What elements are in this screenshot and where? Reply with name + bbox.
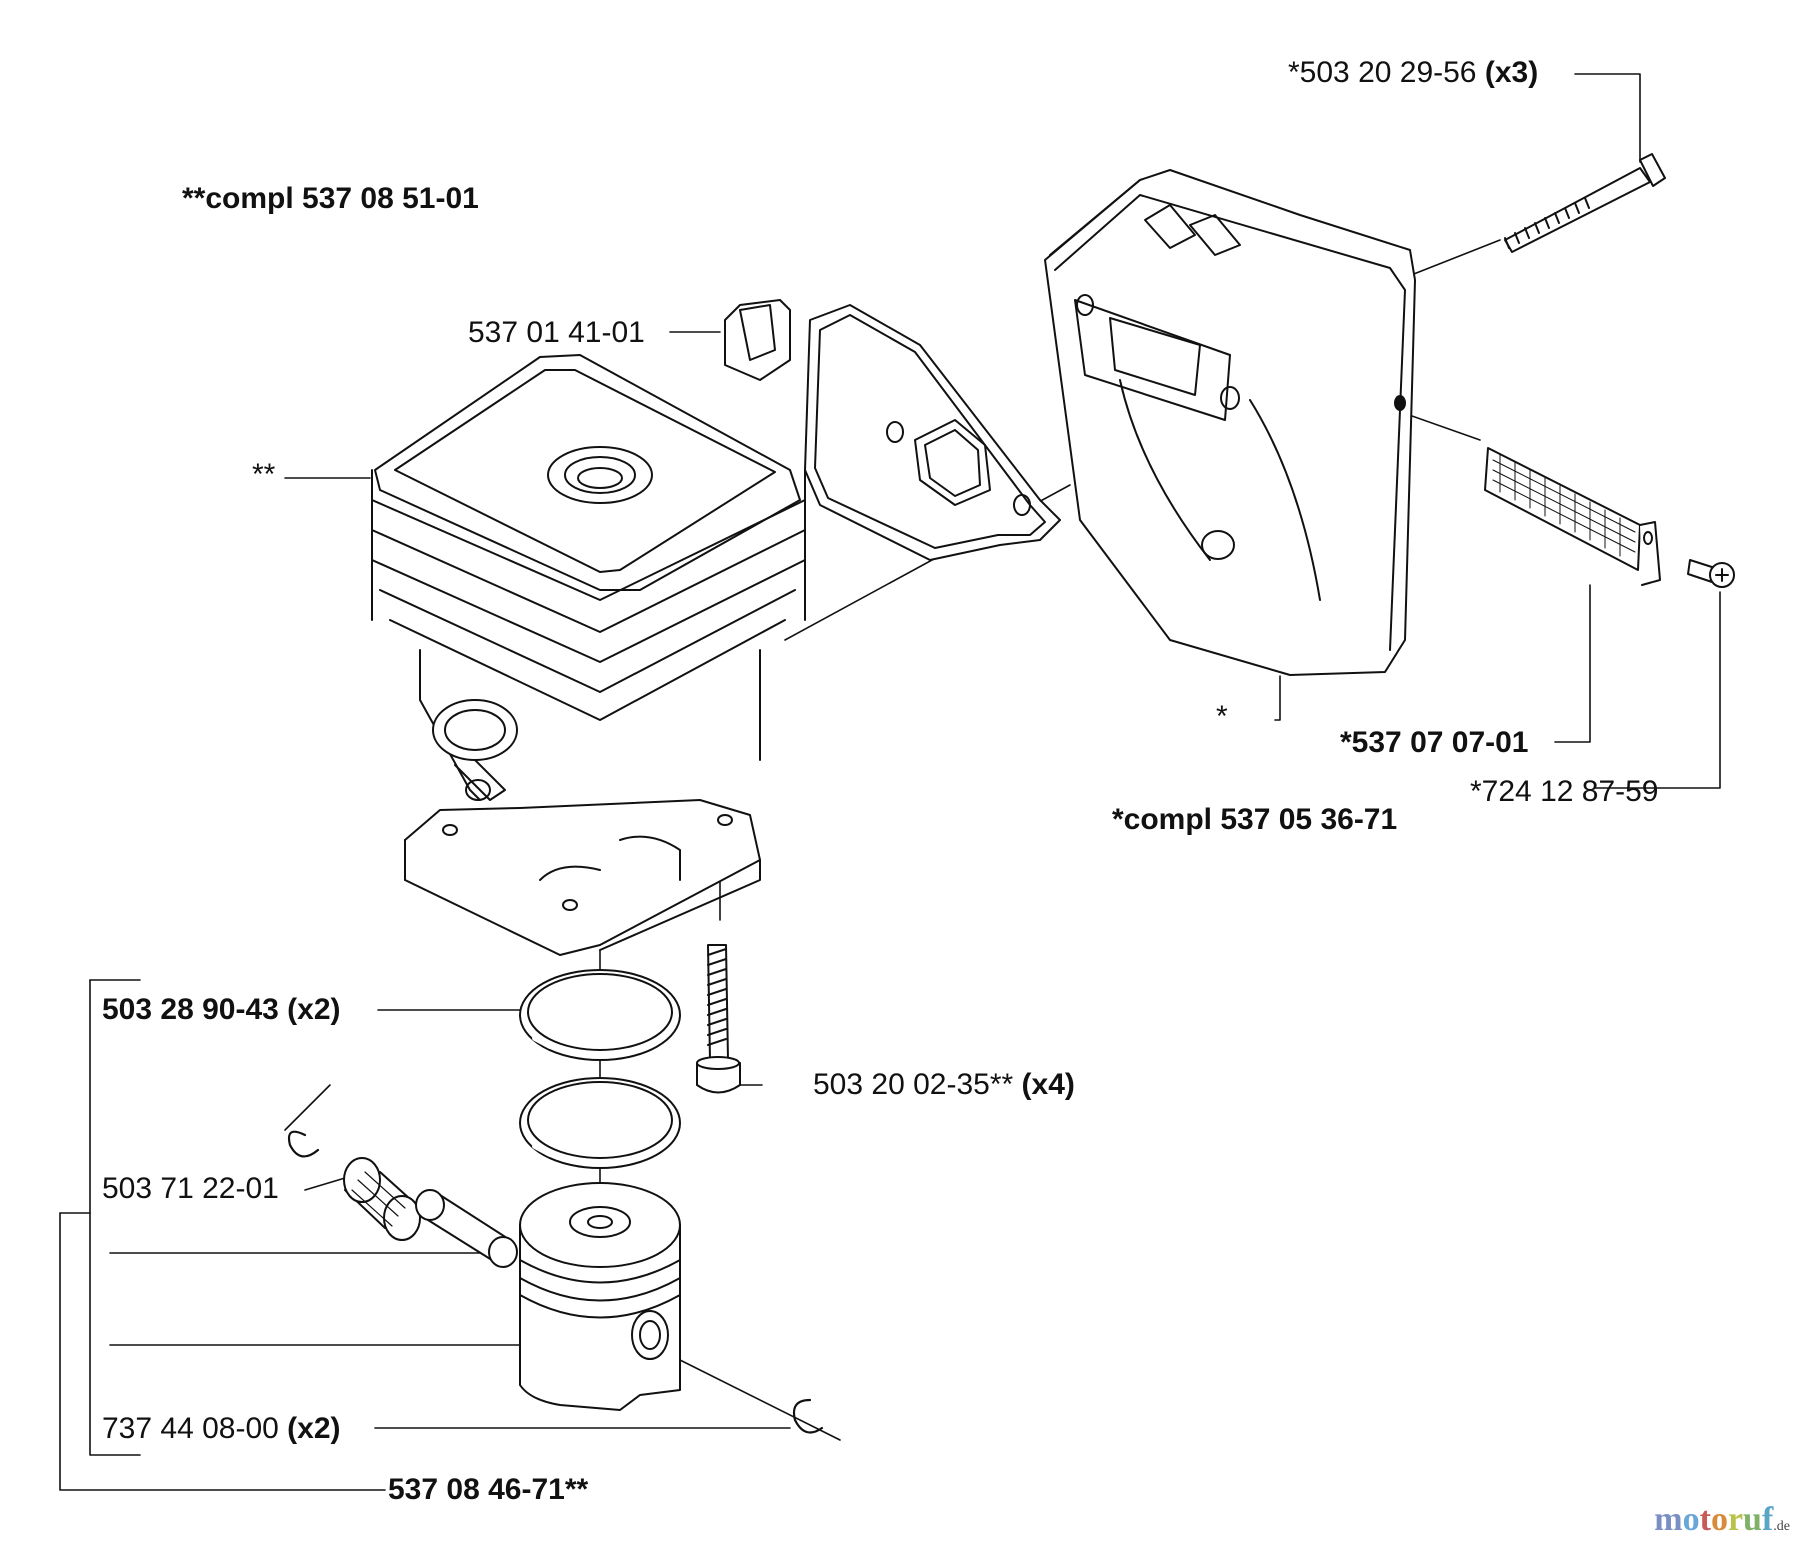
- watermark-letter: u: [1743, 1501, 1762, 1538]
- cylinder-icon: [371, 354, 806, 956]
- piston-rings-icon: [519, 969, 681, 1169]
- watermark-letter: o: [1710, 1501, 1728, 1538]
- base-bolt-icon: [696, 944, 741, 1094]
- needle-bearing-icon: [343, 1157, 421, 1241]
- label-base-bolt-qty: (x4): [1021, 1068, 1075, 1101]
- label-base-bolt: 503 20 02-35** (x4): [813, 1068, 1075, 1102]
- label-bracket: 537 01 41-01: [468, 316, 645, 349]
- label-piston-complete: 537 08 46-71**: [388, 1473, 589, 1506]
- label-circlip: 737 44 08-00 (x2): [102, 1412, 341, 1446]
- watermark-letter: m: [1654, 1501, 1683, 1538]
- label-long-bolt: *503 20 29-56 (x3): [1288, 56, 1538, 90]
- label-piston-ring: 503 28 90-43 (x2): [102, 993, 341, 1026]
- label-cylinder-marker: **: [252, 458, 276, 491]
- watermark-letter: o: [1682, 1501, 1700, 1538]
- long-bolt-icon: [1504, 153, 1666, 253]
- piston-pin-icon: [415, 1189, 518, 1268]
- spark-screen-icon: [1484, 447, 1661, 586]
- label-muffler-marker: *: [1216, 700, 1228, 733]
- watermark-letter: r: [1727, 1501, 1744, 1538]
- label-muffler-complete: *compl 537 05 36-71: [1112, 803, 1398, 836]
- watermark-text: motoruf: [1654, 1501, 1773, 1538]
- piston-icon: [519, 1182, 681, 1411]
- bracket-plate-icon: [724, 299, 1061, 561]
- label-cylinder-complete: **compl 537 08 51-01: [182, 182, 479, 215]
- watermark-suffix: .de: [1773, 1519, 1790, 1534]
- watermark-logo: motoruf.de: [1654, 1501, 1790, 1539]
- label-needle-bearing: 503 71 22-01: [102, 1172, 279, 1205]
- watermark-letter: t: [1699, 1501, 1711, 1538]
- label-long-bolt-qty: (x3): [1484, 56, 1539, 89]
- muffler-icon: [1044, 169, 1416, 676]
- label-base-bolt-part: 503 20 02-35**: [813, 1068, 1022, 1101]
- label-long-bolt-part: *503 20 29-56: [1288, 56, 1485, 89]
- label-small-screw: *724 12 87-59: [1470, 775, 1659, 808]
- label-spark-screen: *537 07 07-01: [1340, 726, 1529, 759]
- label-circlip-part: 737 44 08-00: [102, 1412, 288, 1445]
- watermark-letter: f: [1761, 1501, 1774, 1538]
- small-screw-icon: [1687, 559, 1735, 588]
- circlips-icon: [287, 1130, 824, 1434]
- label-circlip-qty: (x2): [287, 1412, 341, 1445]
